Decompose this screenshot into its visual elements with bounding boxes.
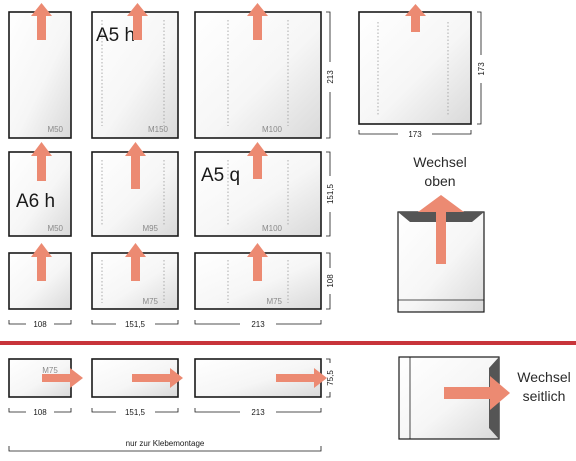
frame-r1c2-a5h: A5 h M150	[91, 3, 179, 139]
dimension-label: 173	[477, 62, 486, 76]
dimension-height-151-5: 151,5	[326, 151, 335, 237]
insert-arrow-up	[253, 255, 262, 281]
dimension-label: 151,5	[125, 408, 146, 417]
insert-arrow-up	[37, 153, 46, 181]
insert-arrow-up	[133, 14, 142, 40]
wechsel-oben-illustration: Wechsel oben	[397, 154, 485, 313]
frame-r3c2: M75	[91, 243, 179, 310]
dimension-label: 108	[33, 320, 47, 329]
frame-r3c3: M75	[194, 243, 322, 310]
section-separator	[0, 341, 576, 345]
dimension-label: 213	[251, 320, 265, 329]
format-label-a6h: A6 h	[16, 191, 55, 212]
dimension-height-213: 213	[326, 11, 335, 139]
insert-arrow-up	[131, 255, 140, 281]
wechsel-oben-line1: Wechsel	[413, 154, 466, 170]
frame-square-173: 173 173	[358, 4, 486, 139]
dimension-label: 75,5	[326, 370, 335, 386]
dimension-label: 108	[326, 274, 335, 288]
frame-code: M75	[266, 297, 282, 306]
wechsel-seitlich-line1: Wechsel	[517, 369, 570, 385]
dimension-height-108: 108	[326, 252, 335, 310]
frame-r1c3: M100	[194, 3, 322, 139]
insert-arrow-right	[444, 387, 492, 399]
dimension-widths-bottom: 108 151,5 213	[8, 408, 322, 417]
frame-r2c2: M95	[91, 142, 179, 237]
dimension-label: 151,5	[326, 183, 335, 204]
dimension-label: 108	[33, 408, 47, 417]
dimension-label: 173	[408, 130, 422, 139]
insert-arrow-right	[276, 374, 316, 382]
wechsel-seitlich-illustration: Wechsel seitlich	[398, 356, 571, 440]
frame-code: M50	[47, 125, 63, 134]
format-label-a5q: A5 q	[201, 165, 240, 186]
dimension-label: 151,5	[125, 320, 146, 329]
footer-dimension: nur zur Klebemontage	[8, 439, 322, 452]
frame-code: M50	[47, 224, 63, 233]
dimension-label: 213	[326, 70, 335, 84]
dimension-label: 213	[251, 408, 265, 417]
frame-r4c1: M75	[8, 358, 83, 398]
frame-r4c2	[91, 358, 183, 398]
frame-r4c3	[194, 358, 327, 398]
frame-code: M100	[262, 125, 283, 134]
insert-arrow-up	[411, 14, 420, 32]
frame-code: M95	[142, 224, 158, 233]
insert-arrow-right	[42, 374, 72, 382]
insert-arrow-up	[436, 210, 446, 264]
insert-arrow-up	[253, 153, 262, 179]
insert-arrow-right	[132, 374, 172, 382]
frame-code: M150	[148, 125, 169, 134]
dimension-widths-top: 108 151,5 213	[8, 320, 322, 329]
wechsel-seitlich-line2: seitlich	[523, 388, 566, 404]
format-label-a5h: A5 h	[96, 25, 135, 46]
frame-code: M75	[42, 366, 58, 375]
frame-r2c3-a5q: A5 q M100	[194, 142, 322, 237]
insert-arrow-up	[253, 14, 262, 40]
insert-arrow-up	[37, 14, 46, 40]
frame-code: M75	[142, 297, 158, 306]
footer-label: nur zur Klebemontage	[126, 439, 205, 448]
insert-arrow-up	[131, 153, 140, 189]
dimension-height-75-5: 75,5	[326, 358, 335, 398]
insert-arrow-up	[37, 255, 46, 281]
wechsel-oben-line2: oben	[424, 173, 455, 189]
frame-code: M100	[262, 224, 283, 233]
frame-r3c1	[8, 243, 72, 310]
frame-r1c1: M50	[8, 3, 72, 139]
frame-r2c1-a6h: A6 h M50	[8, 142, 72, 237]
